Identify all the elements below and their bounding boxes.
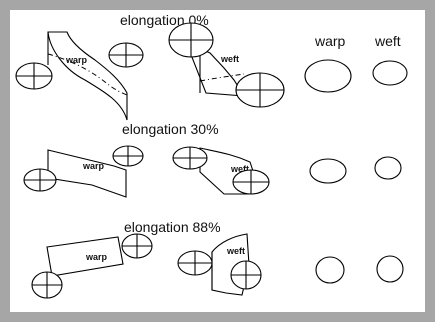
row-30pct: elongation 30% warp weft [23, 121, 402, 198]
legend-weft-label: weft [374, 33, 401, 49]
warp-yarn-shape: warp [15, 31, 144, 121]
weft-cross-section [376, 255, 404, 283]
warp-cross-section [309, 158, 347, 184]
elongation-diagram: elongation 0% warp weft [15, 12, 408, 299]
row-title: elongation 30% [122, 121, 219, 137]
warp-cross-section [315, 256, 345, 284]
warp-cross-section [304, 59, 352, 93]
weft-cross-section [372, 60, 408, 86]
weft-yarn-shape: weft [177, 233, 262, 296]
warp-label: warp [85, 252, 108, 262]
weft-yarn-shape: weft [168, 22, 285, 108]
weft-label: weft [230, 164, 249, 174]
warp-label: warp [65, 55, 88, 65]
weft-label: weft [220, 54, 239, 64]
warp-label: warp [82, 161, 105, 171]
diagram-panel: elongation 0% warp weft [10, 10, 425, 312]
row-0pct: elongation 0% warp weft [15, 12, 408, 121]
weft-yarn-shape: weft [172, 146, 270, 195]
warp-yarn-shape: warp [31, 233, 153, 299]
warp-yarn-shape: warp [23, 145, 144, 198]
weft-cross-section [374, 156, 402, 180]
row-title: elongation 88% [124, 219, 221, 235]
weft-label: weft [226, 246, 245, 256]
row-88pct: elongation 88% warp weft [31, 219, 404, 299]
legend-warp-label: warp [314, 33, 346, 49]
